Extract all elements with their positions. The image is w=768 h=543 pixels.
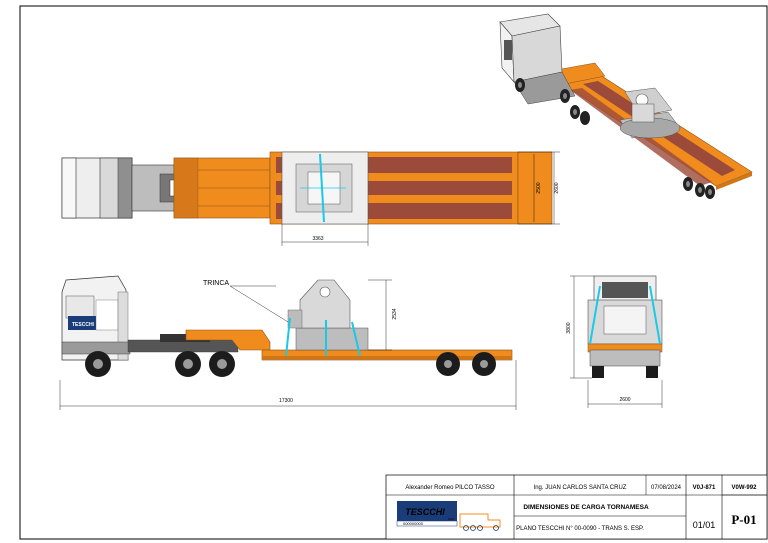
dim-front-height: 3800 (566, 322, 572, 333)
plan-code: P-01 (731, 512, 756, 527)
dim-front-width: 2600 (619, 397, 630, 403)
dim-top-width-outer: 2600 (554, 182, 560, 193)
side-view: TESCCHI (59, 275, 517, 410)
dim-platform-width: 3363 (312, 236, 323, 242)
company-bar-code: 000000000 (403, 521, 424, 526)
dim-top-width-inner: 2500 (536, 182, 542, 193)
front-view (570, 275, 663, 408)
annotation-trinca: TRINCA (203, 280, 229, 287)
dim-total-length: 17300 (279, 398, 293, 404)
sheet-border (19, 5, 768, 540)
plan-reference: PLANO TESCCHI N° 00-0090 - TRANS S. ESP. (516, 526, 644, 532)
top-view (61, 151, 560, 246)
engineer: Ing. JUAN CARLOS SANTA CRUZ (534, 485, 627, 491)
code-1: V0J-871 (693, 485, 716, 491)
code-2: V0W-992 (732, 485, 758, 491)
dim-load-height: 2534 (392, 308, 398, 319)
truck-logo-icon (459, 513, 501, 528)
drawn-by: Alexander Romeo PILCO TASSO (405, 485, 494, 491)
plan-title: DIMENSIONES DE CARGA TORNAMESA (523, 504, 649, 511)
company-name: TESCCHI (405, 507, 445, 517)
company-subtitle: SAC (448, 517, 455, 521)
title-block (385, 474, 768, 540)
isometric-view (499, 13, 753, 199)
company-logo (397, 501, 457, 521)
sheet-number: 01/01 (693, 520, 716, 530)
date: 07/08/2024 (651, 485, 682, 491)
svg-text:TESCCHI: TESCCHI (72, 322, 95, 328)
